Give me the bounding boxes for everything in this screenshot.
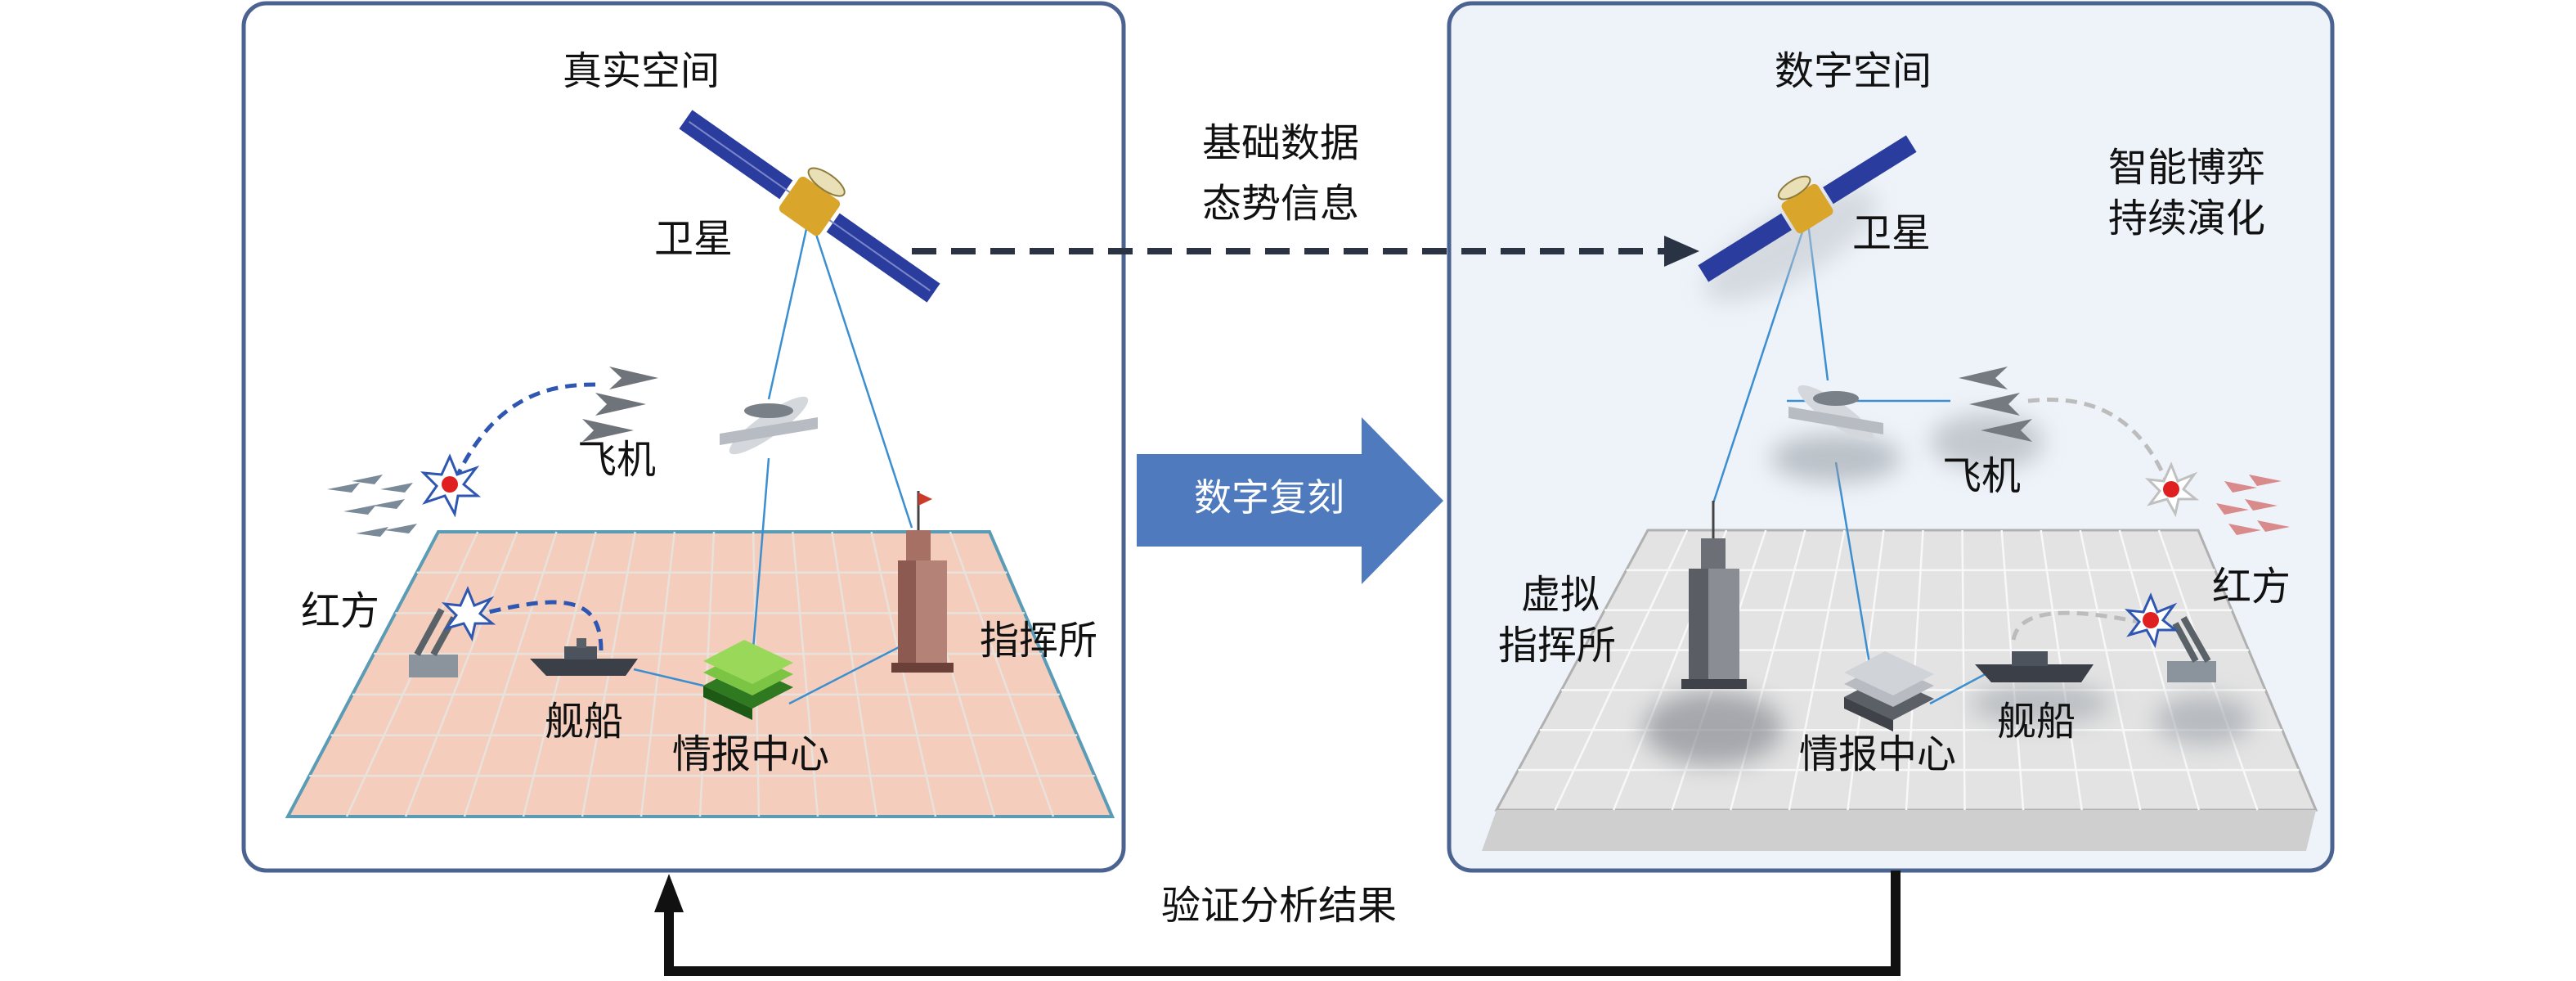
real-links: [633, 214, 933, 705]
data-transfer-line2: 态势信息: [1202, 181, 1360, 227]
digital-space-title: 数字空间: [1775, 48, 1932, 94]
digital-satellite-label: 卫星: [1852, 210, 1932, 256]
grid-line: [870, 531, 937, 817]
digital-command-tower-icon: [1644, 501, 1783, 765]
real-satellite-label: 卫星: [654, 216, 734, 262]
real-command-post-label: 指挥所: [980, 618, 1098, 664]
real-intel-center-label: 情报中心: [672, 731, 830, 777]
grid-line: [1788, 529, 1846, 811]
satellite-icon: [679, 110, 940, 303]
feedback-label: 验证分析结果: [1161, 883, 1398, 929]
real-ship-label: 舰船: [545, 699, 624, 745]
command-tower-icon: [891, 491, 954, 673]
digital-enemy-jets-icon: [2216, 475, 2290, 535]
grid-line: [1961, 529, 1966, 811]
virtual-command-post-line2: 指挥所: [1498, 623, 1617, 668]
digital-fighter-jets-icon: [1930, 367, 2044, 470]
real-sea-attack-path: [482, 600, 604, 651]
real-air-attack-path: [456, 382, 596, 476]
digital-ship-icon: [1971, 651, 2110, 724]
real-aircraft-label: 飞机: [577, 437, 657, 483]
digital-air-attack-path: [2027, 398, 2170, 484]
feedback-arrow: [654, 871, 1901, 976]
fighter-jets-icon: [582, 367, 658, 442]
explosion-icon: [420, 453, 482, 518]
virtual-command-post-line1: 虚拟: [1521, 572, 1600, 618]
replication-arrow: [1137, 417, 1443, 584]
enemy-jets-icon: [327, 475, 417, 537]
digital-aew-aircraft-icon: [1770, 385, 1901, 483]
grid-line: [1730, 529, 1806, 811]
digital-red-side-label: 红方: [2212, 564, 2291, 610]
data-transfer-line1: 基础数据: [1202, 120, 1360, 166]
explosion-icon-2: [441, 586, 496, 642]
grid-line: [404, 531, 518, 817]
real-space-title: 真实空间: [563, 48, 720, 94]
digital-satellite-icon: [1698, 135, 1917, 303]
digital-sea-attack-path: [2011, 610, 2139, 641]
digital-red-launchers-icon: [2155, 616, 2253, 745]
grid-line: [2118, 529, 2201, 811]
grid-line: [463, 531, 558, 817]
aew-aircraft-icon: [720, 396, 818, 455]
grid-line: [2079, 529, 2142, 811]
grid-line: [1554, 529, 1689, 811]
digital-intel-center-label: 情报中心: [1799, 731, 1957, 777]
digital-explosion-icon-2: [2124, 592, 2179, 649]
digital-intel-center-icon: [1844, 651, 1934, 731]
data-transfer-arrow: [912, 236, 1699, 267]
digital-aircraft-label: 飞机: [1942, 453, 2022, 499]
evolution-line2: 持续演化: [2108, 196, 2266, 241]
intel-center-icon: [703, 640, 793, 720]
grid-line: [831, 531, 878, 817]
grid-line: [949, 531, 1055, 817]
real-red-side-label: 红方: [301, 588, 380, 634]
digital-ship-label: 舰船: [1997, 699, 2076, 745]
digital-explosion-icon: [2144, 461, 2200, 518]
replication-label: 数字复刻: [1194, 475, 1344, 520]
grid-line: [792, 531, 819, 817]
red-launchers-icon: [409, 608, 458, 677]
ship-icon: [530, 638, 638, 676]
evolution-line1: 智能博弈: [2108, 145, 2266, 191]
